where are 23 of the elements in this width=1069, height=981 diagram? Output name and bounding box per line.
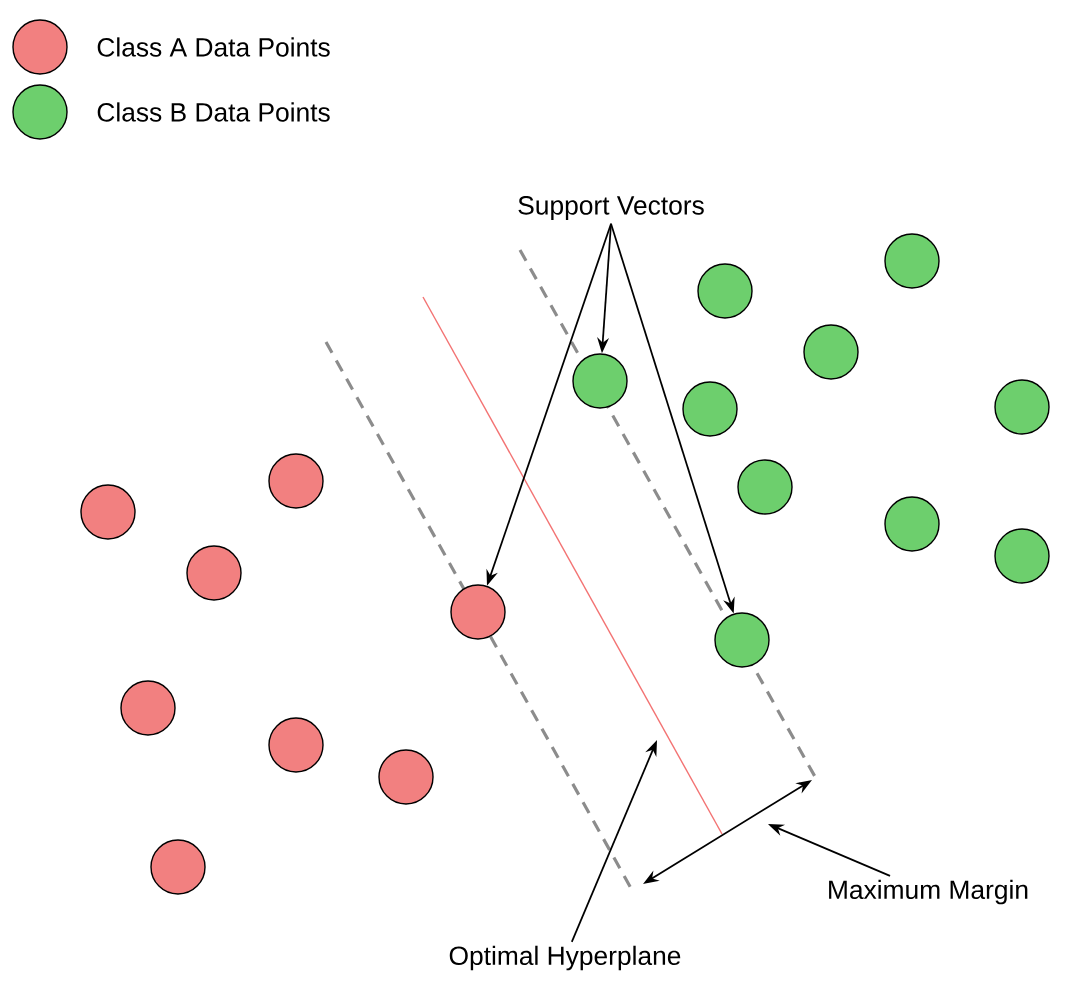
data-point <box>884 233 940 289</box>
data-point <box>737 459 793 515</box>
callout-label: Maximum Margin <box>829 879 1028 905</box>
data-point <box>268 453 324 509</box>
data-point <box>186 545 242 601</box>
data-point <box>378 749 434 805</box>
support-vector <box>714 612 770 668</box>
support-vector <box>450 584 506 640</box>
legend-label: Class A Data Points <box>97 37 330 57</box>
data-point <box>994 379 1050 435</box>
legend-label: Class B Data Points <box>97 102 330 122</box>
data-point <box>120 680 176 736</box>
data-point <box>994 528 1050 584</box>
callout-label: Support Vectors <box>518 196 704 220</box>
data-point <box>697 263 753 319</box>
data-point <box>150 839 206 895</box>
data-point <box>884 496 940 552</box>
data-point <box>80 484 136 540</box>
support-vector <box>572 353 628 409</box>
data-point <box>682 381 738 437</box>
data-point <box>268 717 324 773</box>
callout-label: Optimal Hyperplane <box>449 945 681 971</box>
data-point <box>803 324 859 380</box>
